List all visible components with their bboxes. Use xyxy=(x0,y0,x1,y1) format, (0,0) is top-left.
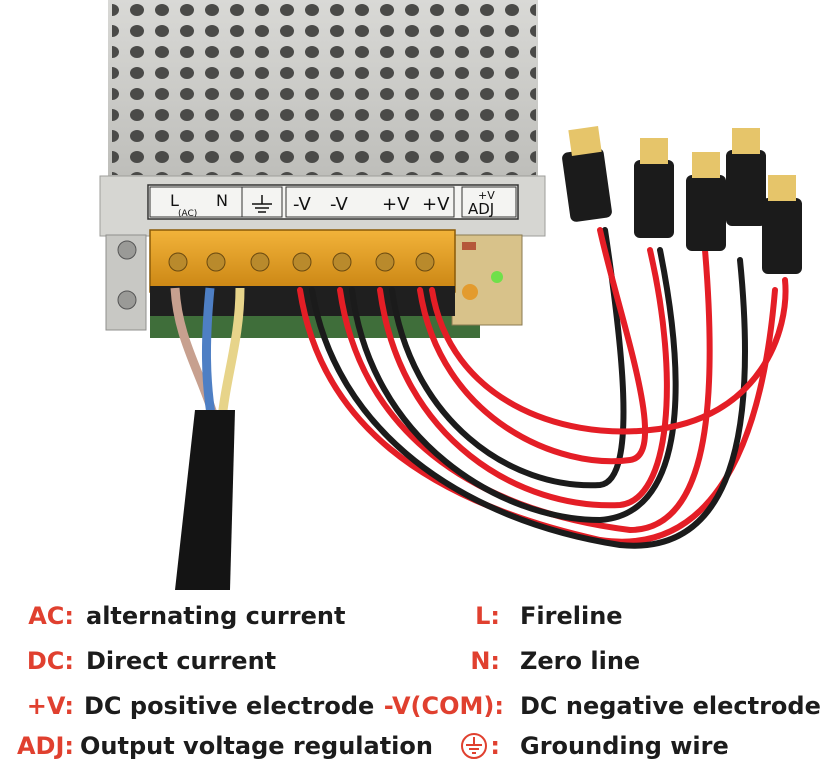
metal-case xyxy=(99,0,546,237)
legend-row-l: L: Fireline xyxy=(380,598,825,634)
terminal-pos2-label: +V xyxy=(422,194,450,215)
terminal-l-label: L xyxy=(170,191,179,210)
legend-row-adj: ADJ: Output voltage regulation xyxy=(0,728,433,764)
dc-plug-2 xyxy=(634,138,674,238)
legend-value-neg: DC negative electrode xyxy=(520,692,821,720)
adj-board xyxy=(451,234,523,326)
legend-value-ground: Grounding wire xyxy=(520,732,729,760)
legend-row-dc: DC: Direct current xyxy=(0,643,400,679)
legend-row-neg: -V(COM): DC negative electrode xyxy=(380,688,825,724)
legend-value-adj: Output voltage regulation xyxy=(80,732,433,760)
dc-plug-1 xyxy=(562,126,612,222)
legend-key-pos: +V: xyxy=(26,692,74,720)
legend-row-ground: : Grounding wire xyxy=(380,728,825,764)
legend-row-ac: AC: alternating current xyxy=(0,598,400,634)
legend-key-dc: DC: xyxy=(26,647,74,675)
dc-wires xyxy=(297,227,789,549)
terminal-adj-top-label: +V xyxy=(478,189,495,202)
terminal-adj-label: ADJ xyxy=(468,200,494,218)
legend-key-n: N: xyxy=(470,647,500,675)
dc-plug-5 xyxy=(762,175,802,274)
dc-plug-3 xyxy=(686,152,726,251)
terminal-pos1-label: +V xyxy=(382,194,410,215)
terminal-ac-label: (AC) xyxy=(178,209,197,219)
terminal-n-label: N xyxy=(216,191,228,210)
ground-symbol xyxy=(252,195,272,213)
legend-key-adj: ADJ: xyxy=(16,732,74,760)
ground-icon xyxy=(461,733,487,759)
ac-cable xyxy=(170,287,245,590)
legend-value-pos: DC positive electrode xyxy=(84,692,375,720)
legend-key-ground: : xyxy=(490,732,500,760)
legend-value-n: Zero line xyxy=(520,647,641,675)
dc-plug-4 xyxy=(726,128,766,226)
legend-value-l: Fireline xyxy=(520,602,623,630)
legend-row-n: N: Zero line xyxy=(380,643,825,679)
power-supply-photo: L N (AC) -V -V +V +V +V ADJ xyxy=(99,0,802,590)
mounting-bracket xyxy=(105,234,147,331)
legend: AC: alternating current DC: Direct curre… xyxy=(0,590,825,766)
legend-key-l: L: xyxy=(475,602,500,630)
legend-value-ac: alternating current xyxy=(86,602,346,630)
legend-key-ac: AC: xyxy=(28,602,74,630)
terminal-neg2-label: -V xyxy=(330,194,348,215)
legend-value-dc: Direct current xyxy=(86,647,277,675)
terminal-label-strip: L N (AC) -V -V +V +V +V ADJ xyxy=(147,184,519,220)
terminal-block xyxy=(149,229,456,316)
terminal-neg1-label: -V xyxy=(293,194,311,215)
legend-key-neg: -V(COM): xyxy=(383,692,504,720)
legend-row-pos: +V: DC positive electrode xyxy=(0,688,400,724)
